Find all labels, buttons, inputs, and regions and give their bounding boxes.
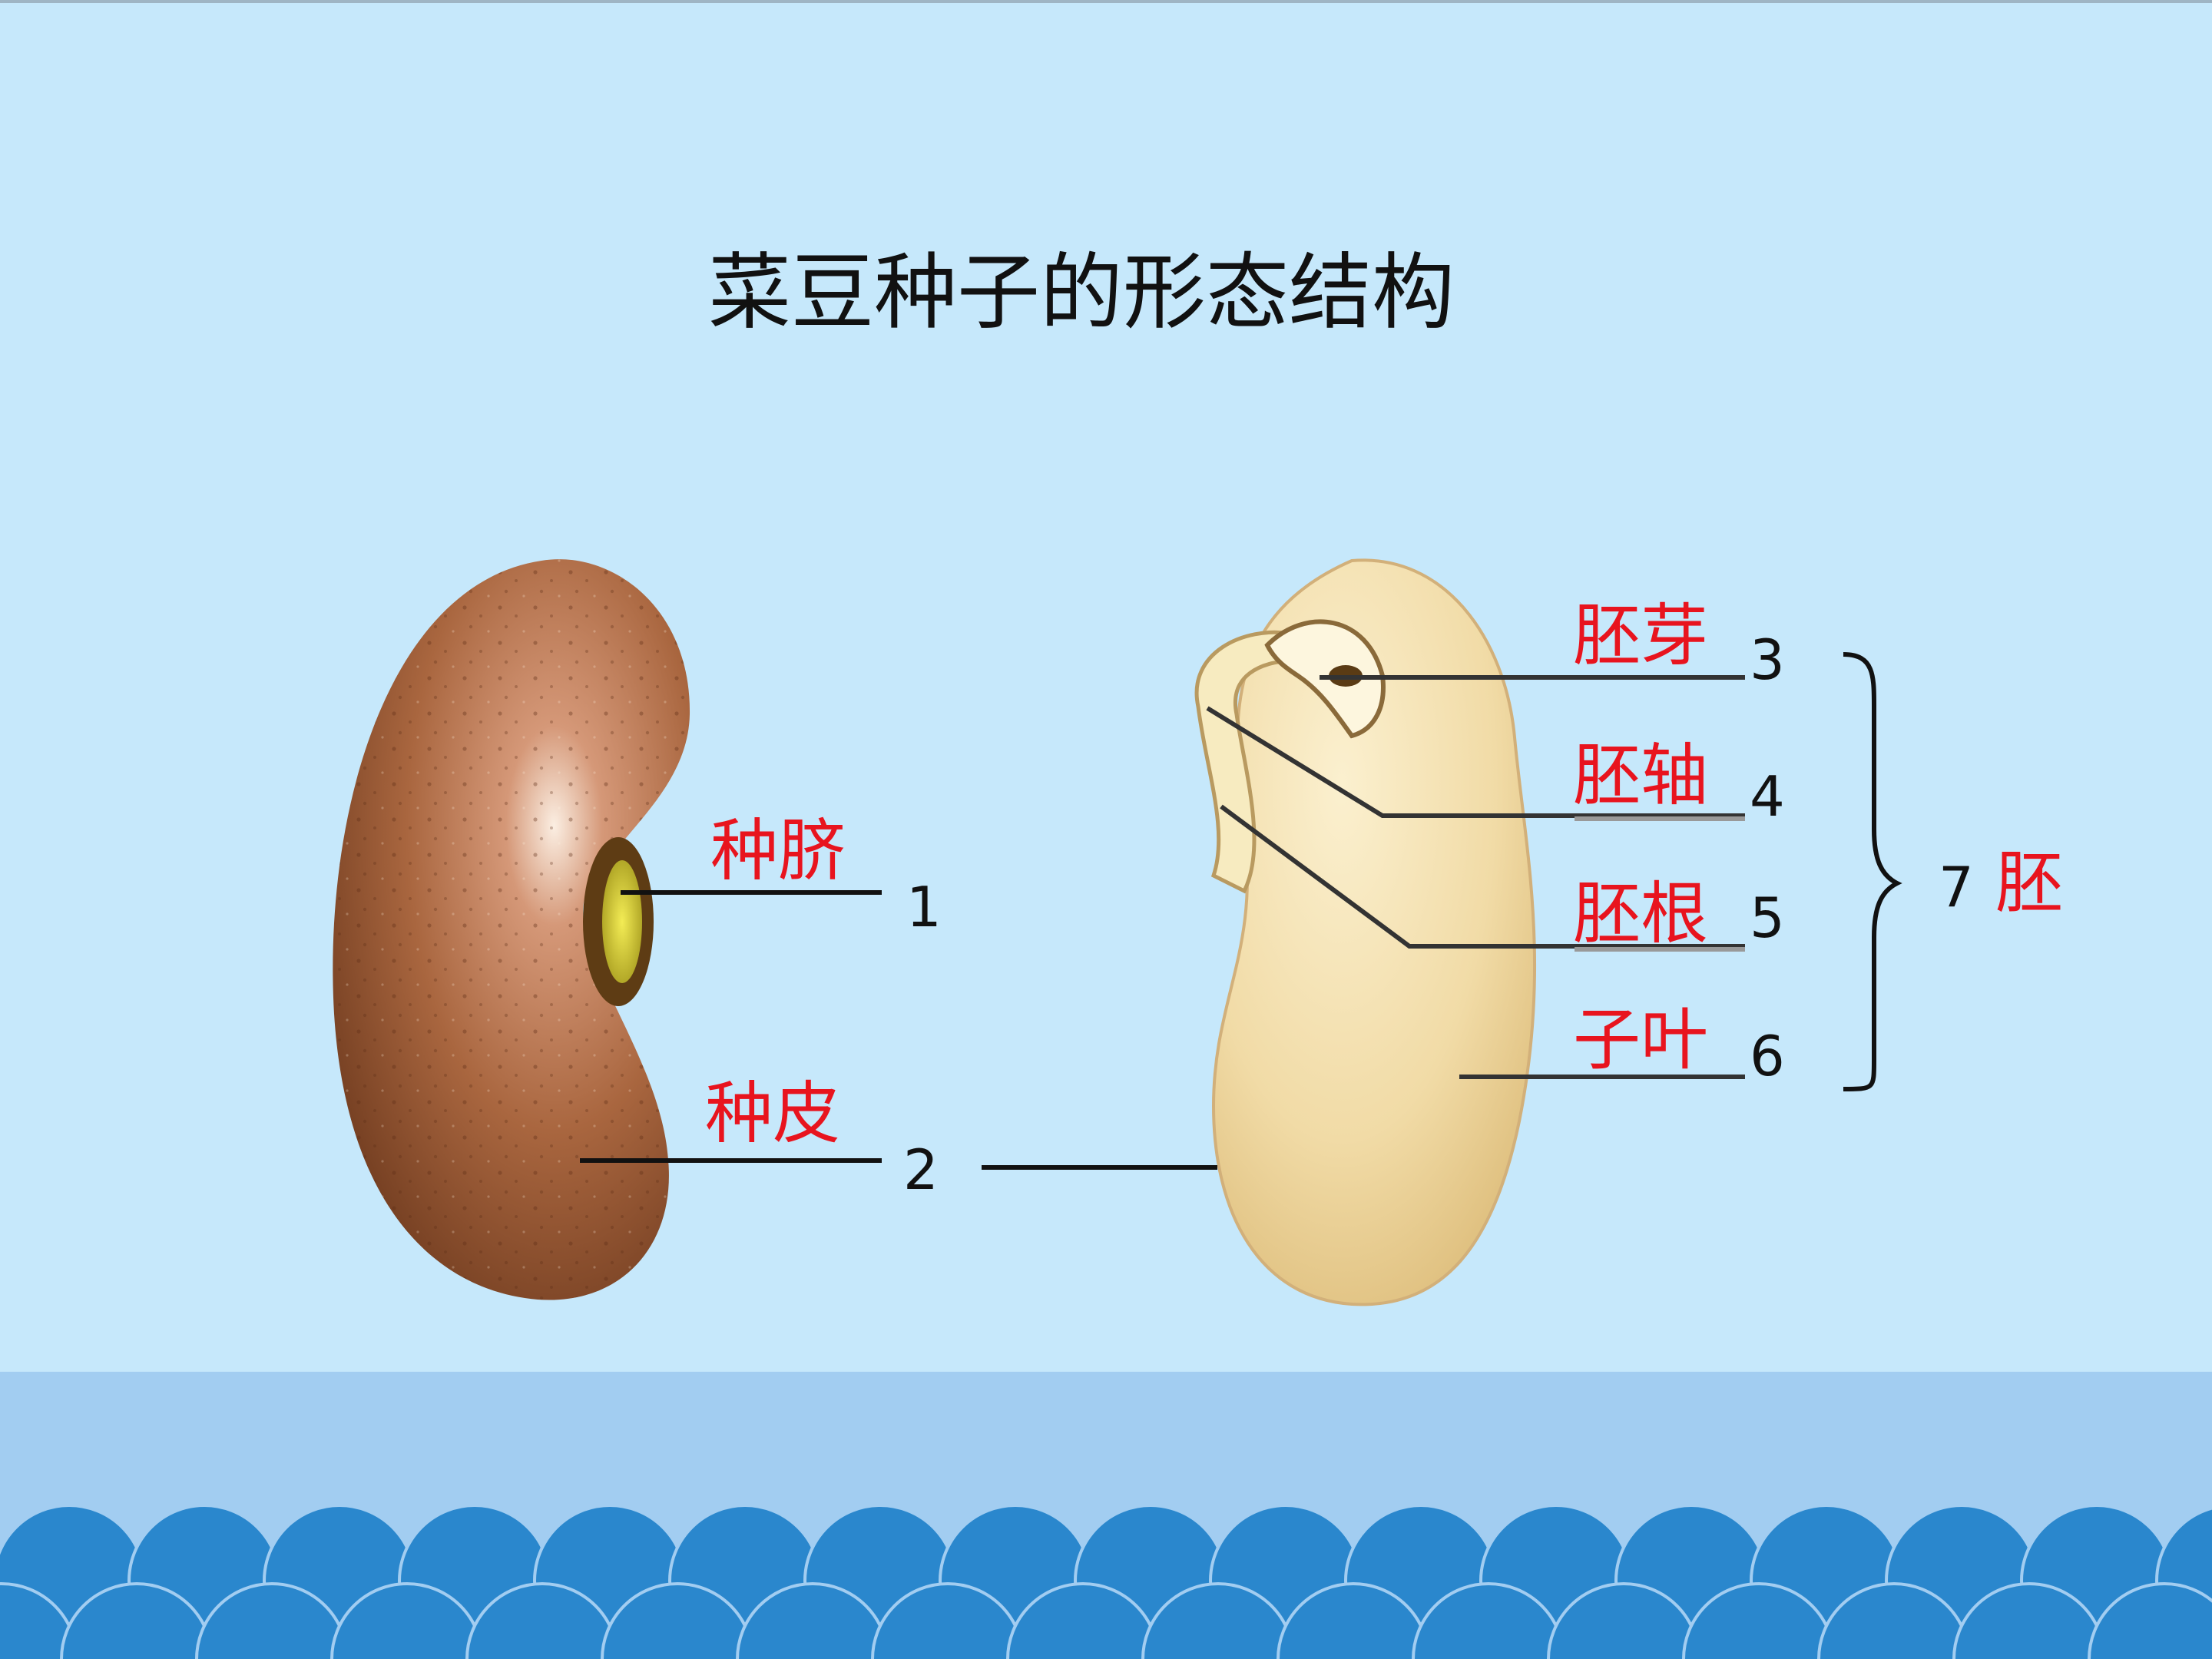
number-4: 4 xyxy=(1750,764,1785,829)
wave-scallop xyxy=(1682,1582,1836,1659)
wave-scallop xyxy=(1277,1582,1430,1659)
right-leaders xyxy=(1206,675,1745,1079)
number-3: 3 xyxy=(1750,628,1785,692)
leader-line-4 xyxy=(1206,706,1745,818)
label-plumule: 胚芽 xyxy=(1573,596,1708,675)
wave-scallop xyxy=(871,1582,1025,1659)
wave-scallop xyxy=(601,1582,754,1659)
label-hilum: 种脐 xyxy=(710,811,846,890)
embryo-brace xyxy=(1843,652,1902,1091)
diagram-title: 菜豆种子的形态结构 xyxy=(708,245,1455,341)
wave-scallop xyxy=(60,1582,214,1659)
wave-scallop xyxy=(736,1582,889,1659)
wave-scallop xyxy=(2088,1582,2212,1659)
number-5: 5 xyxy=(1750,886,1785,950)
wave-scallop xyxy=(1006,1582,1160,1659)
seed-coat-texture xyxy=(333,559,690,1300)
leader-line-5 xyxy=(1220,804,1745,949)
number-1: 1 xyxy=(906,875,942,939)
label-embryo: 胚 xyxy=(1995,843,2063,922)
wave-scallop xyxy=(1952,1582,2106,1659)
wave-scallop xyxy=(1412,1582,1565,1659)
wave-scallop xyxy=(1817,1582,1971,1659)
wave-scallop xyxy=(330,1582,484,1659)
wave-scallop xyxy=(0,1582,78,1659)
hilum-shape xyxy=(602,860,642,983)
number-6: 6 xyxy=(1750,1024,1785,1088)
wave-decoration xyxy=(0,1504,2212,1659)
label-hypocotyl: 胚轴 xyxy=(1573,736,1708,815)
left-leaders xyxy=(580,890,1217,1170)
wave-scallop xyxy=(1547,1582,1700,1659)
label-radicle: 胚根 xyxy=(1573,874,1708,953)
top-border xyxy=(0,0,2212,3)
number-2: 2 xyxy=(903,1137,939,1202)
wave-scallop xyxy=(465,1582,619,1659)
label-seed-coat: 种皮 xyxy=(705,1074,840,1153)
label-cotyledon: 子叶 xyxy=(1573,1000,1708,1079)
left-seed xyxy=(333,559,690,1300)
wave-scallop xyxy=(1141,1582,1295,1659)
right-seed xyxy=(1194,558,1537,1306)
wave-scallop xyxy=(195,1582,349,1659)
number-7: 7 xyxy=(1939,855,1974,919)
